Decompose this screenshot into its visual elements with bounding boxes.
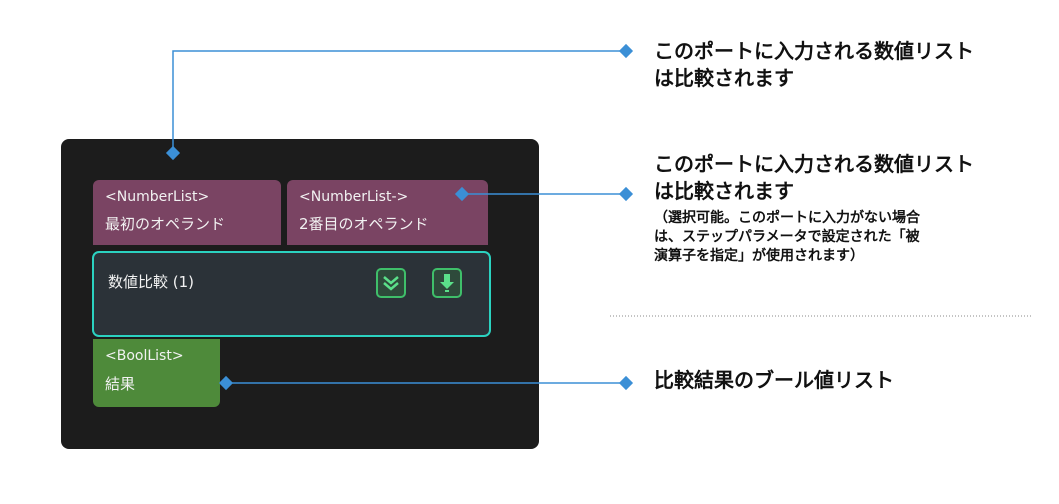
marker-diamond [218,375,234,391]
output-port-result[interactable]: <BoolList> 結果 [93,339,220,407]
download-icon [440,274,454,292]
callout-line-first [172,50,626,153]
input-port-type: <NumberList-> [299,189,409,205]
node-title: 数値比較 (1) [108,273,195,291]
marker-diamond [618,375,634,391]
input-port-label: 最初のオペランド [105,215,226,233]
input-port-first-operand[interactable]: <NumberList> 最初のオペランド [93,180,281,245]
annotation-second-port: このポートに入力される数値リスト は比較されます [654,152,974,203]
input-port-label: 2番目のオペランド [299,215,429,233]
output-port-type: <BoolList> [105,348,184,364]
input-port-second-operand[interactable]: <NumberList-> 2番目のオペランド [287,180,488,245]
annotation-first-port: このポートに入力される数値リスト は比較されます [654,39,974,90]
marker-diamond [618,186,634,202]
marker-diamond [454,186,470,202]
expand-down-button[interactable] [376,268,406,298]
download-button[interactable] [432,268,462,298]
annotation-second-port-note: （選択可能。このポートに入力がない場合 は、ステップパラメータで設定された「被 … [654,210,920,264]
expand-down-icon [383,276,399,291]
output-port-label: 結果 [105,375,136,393]
marker-diamond [618,43,634,59]
annotation-output-port: 比較結果のブール値リスト [654,368,894,392]
compare-number-node[interactable]: 数値比較 (1) [92,251,491,337]
input-port-type: <NumberList> [105,189,210,205]
marker-diamond [165,145,181,161]
